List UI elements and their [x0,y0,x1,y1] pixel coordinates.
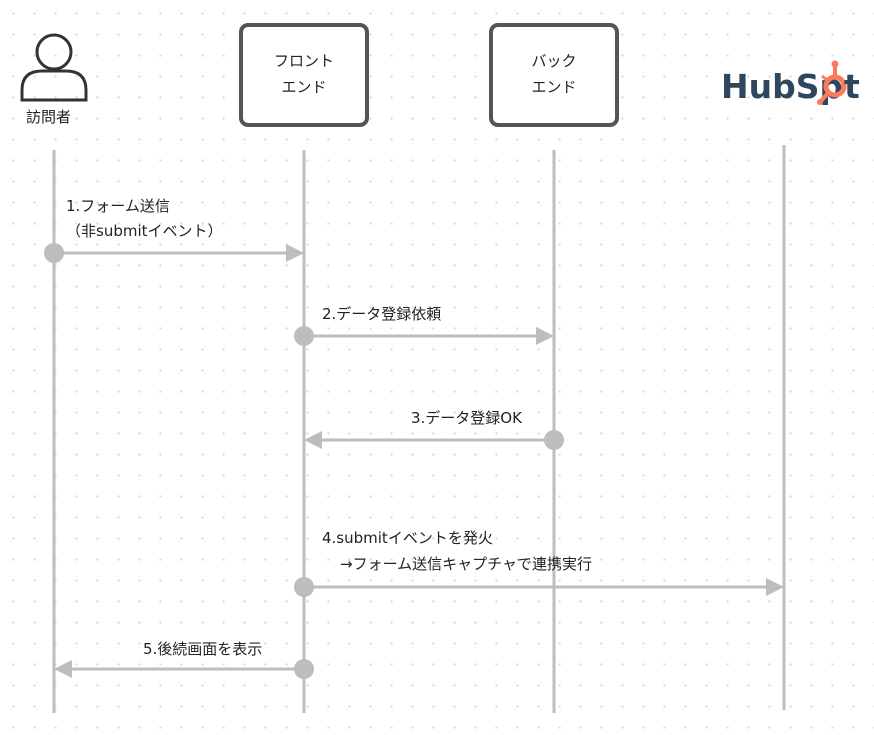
message-3-label: 3.データ登録OK [411,409,522,427]
frontend-label-line1: フロント [273,52,334,70]
message-4-label-line1: 4.submitイベントを発火 [322,529,493,547]
message-5-label: 5.後続画面を表示 [143,640,263,658]
backend-label: バック エンド [491,48,617,100]
frontend-box [239,23,369,127]
message-arrow-2 [294,326,554,346]
message-1-label-line2: （非submitイベント） [66,222,223,240]
message-2-label: 2.データ登録依頼 [322,305,442,323]
svg-text:t: t [844,67,860,106]
message-arrow-4 [294,577,784,597]
message-arrow-5 [54,659,314,679]
backend-label-line1: バック [531,52,577,70]
message-4-label-line2: →フォーム送信キャプチャで連携実行 [340,555,592,573]
backend-label-line2: エンド [531,78,577,96]
person-icon [20,33,88,102]
message-1-label-line1: 1.フォーム送信 [66,197,170,215]
message-arrow-3 [304,430,564,450]
hubspot-logo: HubSp t [721,60,860,106]
backend-box [489,23,619,127]
message-arrow-1 [44,243,304,263]
visitor-label: 訪問者 [26,108,72,126]
frontend-label-line2: エンド [281,78,327,96]
frontend-label: フロント エンド [241,48,367,100]
